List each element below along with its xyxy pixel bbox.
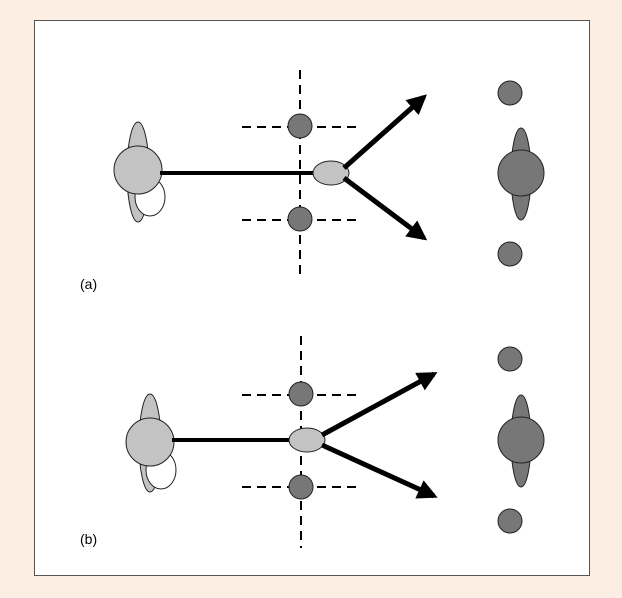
target-molecule-b	[497, 346, 545, 534]
source-molecule-b	[125, 393, 177, 493]
diverging-arrows-a	[342, 94, 428, 241]
scatter-point-b	[288, 427, 326, 453]
scatter-point-a	[312, 160, 350, 186]
source-molecule-a	[113, 121, 166, 223]
target-molecule-a	[497, 80, 545, 267]
dark-dot-upper-b	[288, 381, 314, 407]
diverging-arrows-b	[320, 371, 438, 499]
subfigure-b	[125, 336, 545, 548]
dark-dot-lower-b	[288, 474, 314, 500]
subfigure-label-a: (a)	[80, 276, 98, 292]
subfigure-a	[113, 70, 545, 278]
subfigure-label-b: (b)	[80, 531, 98, 547]
dark-dot-lower-a	[287, 206, 313, 232]
dark-dot-upper-a	[287, 113, 313, 139]
dashed-cross-a	[242, 70, 358, 278]
